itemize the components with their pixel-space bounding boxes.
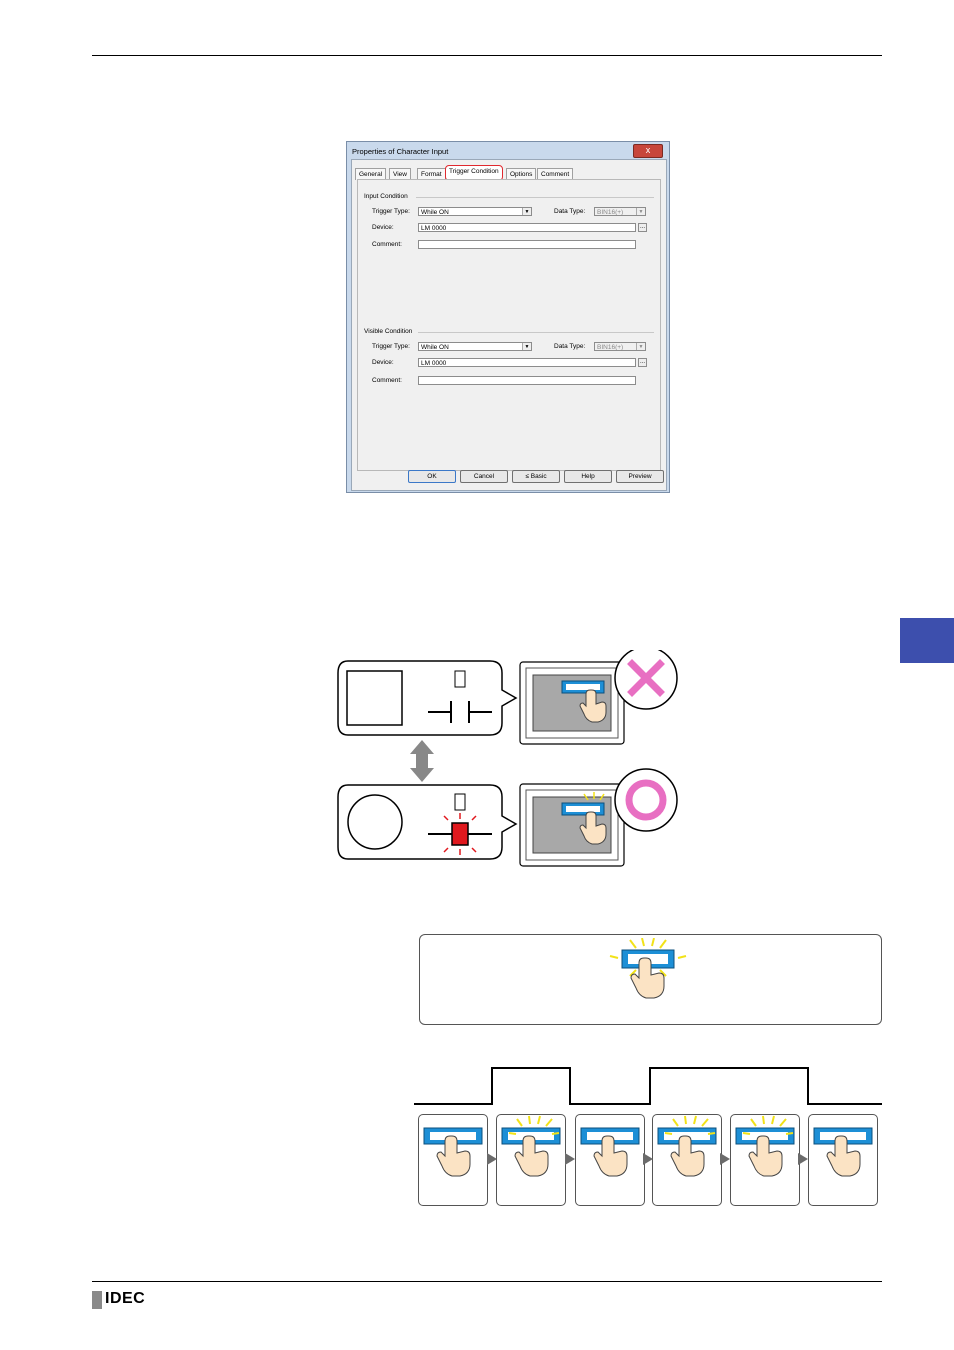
input-data-type-label: Data Type: xyxy=(554,208,586,215)
ok-button[interactable]: OK xyxy=(408,470,456,483)
tab-view[interactable]: View xyxy=(389,168,411,180)
step-5-touch-flash xyxy=(735,1115,795,1177)
visible-data-type-value: BIN16(+) xyxy=(597,344,624,351)
input-comment-field[interactable] xyxy=(418,240,636,249)
input-trigger-type-value: While ON xyxy=(421,209,449,216)
circle-mark-icon xyxy=(625,779,667,821)
header-rule xyxy=(92,55,882,56)
open-contact-symbol xyxy=(428,701,492,723)
arrow-right-icon xyxy=(798,1153,808,1165)
logo-mark xyxy=(92,1291,102,1309)
tab-options[interactable]: Options xyxy=(506,168,537,180)
input-trigger-type-select[interactable]: While ON ▼ xyxy=(418,207,532,216)
input-condition-heading: Input Condition xyxy=(364,193,408,200)
hand-icon xyxy=(630,957,665,999)
square-shape xyxy=(346,670,403,726)
step-3-touch xyxy=(580,1127,640,1177)
flash-icon xyxy=(583,792,605,801)
visible-condition-heading: Visible Condition xyxy=(364,328,413,335)
step-4-touch-flash xyxy=(657,1115,717,1177)
help-button[interactable]: Help xyxy=(564,470,612,483)
visible-device-browse-button[interactable]: ... xyxy=(638,358,647,367)
double-arrow-icon xyxy=(410,740,434,782)
visible-data-type-label: Data Type: xyxy=(554,343,586,350)
visible-comment-label: Comment: xyxy=(372,377,402,384)
visible-device-field[interactable]: LM 0000 xyxy=(418,358,636,367)
preview-button[interactable]: Preview xyxy=(616,470,664,483)
basic-button[interactable]: ≤ Basic xyxy=(512,470,560,483)
arrow-right-icon xyxy=(565,1153,575,1165)
sequence-graphics xyxy=(423,1115,873,1177)
group-divider xyxy=(418,332,654,333)
flash-icon xyxy=(609,938,687,977)
cancel-button[interactable]: Cancel xyxy=(460,470,508,483)
chevron-down-icon: ▼ xyxy=(522,343,531,350)
chevron-down-icon: ▼ xyxy=(522,208,531,215)
touch-example-box xyxy=(419,934,882,1025)
input-data-type-select[interactable]: BIN16(+) ▼ xyxy=(594,207,646,216)
tab-general[interactable]: General xyxy=(355,168,387,180)
arrow-right-icon xyxy=(720,1153,730,1165)
visible-trigger-type-value: While ON xyxy=(421,344,449,351)
dialog-title: Properties of Character Input xyxy=(352,147,449,156)
touch-example-graphic xyxy=(609,938,687,999)
input-data-type-value: BIN16(+) xyxy=(597,209,624,216)
step-6-touch xyxy=(813,1127,873,1177)
step-1-touch xyxy=(423,1127,483,1177)
condition-diagram xyxy=(337,650,678,867)
visible-device-label: Device: xyxy=(372,359,394,366)
input-device-label: Device: xyxy=(372,224,394,231)
visible-comment-field[interactable] xyxy=(418,376,636,385)
input-comment-label: Comment: xyxy=(372,241,402,248)
footer-rule xyxy=(92,1281,882,1282)
device-label-box xyxy=(454,670,466,688)
device-label-box xyxy=(454,793,466,811)
lamp-on-icon xyxy=(451,822,469,846)
chevron-down-icon: ▼ xyxy=(636,208,645,215)
timing-waveform xyxy=(414,1067,882,1105)
visible-trigger-type-label: Trigger Type: xyxy=(372,343,410,350)
group-divider xyxy=(416,197,654,198)
input-device-browse-button[interactable]: ... xyxy=(638,223,647,232)
magnify-circle xyxy=(614,768,678,832)
cross-mark-icon xyxy=(627,659,665,697)
close-button[interactable]: x xyxy=(633,144,663,158)
chevron-down-icon: ▼ xyxy=(636,343,645,350)
circle-shape xyxy=(347,794,403,850)
idec-logo: IDEC xyxy=(105,1290,146,1307)
chapter-side-tab xyxy=(900,618,954,663)
lamp-glow xyxy=(443,813,477,855)
tab-comment[interactable]: Comment xyxy=(537,168,574,180)
hand-icon xyxy=(579,811,607,845)
visible-trigger-type-select[interactable]: While ON ▼ xyxy=(418,342,532,351)
input-device-field[interactable]: LM 0000 xyxy=(418,223,636,232)
step-2-touch-flash xyxy=(501,1115,561,1177)
visible-data-type-select[interactable]: BIN16(+) ▼ xyxy=(594,342,646,351)
input-trigger-type-label: Trigger Type: xyxy=(372,208,410,215)
trigger-condition-panel: Input Condition Trigger Type: While ON ▼… xyxy=(357,179,661,471)
properties-dialog: Properties of Character Input x General … xyxy=(346,141,670,493)
arrow-right-icon xyxy=(643,1153,653,1165)
dialog-body: General View Format Trigger Condition Op… xyxy=(351,159,667,491)
arrow-right-icon xyxy=(487,1153,497,1165)
hand-icon xyxy=(579,689,607,723)
